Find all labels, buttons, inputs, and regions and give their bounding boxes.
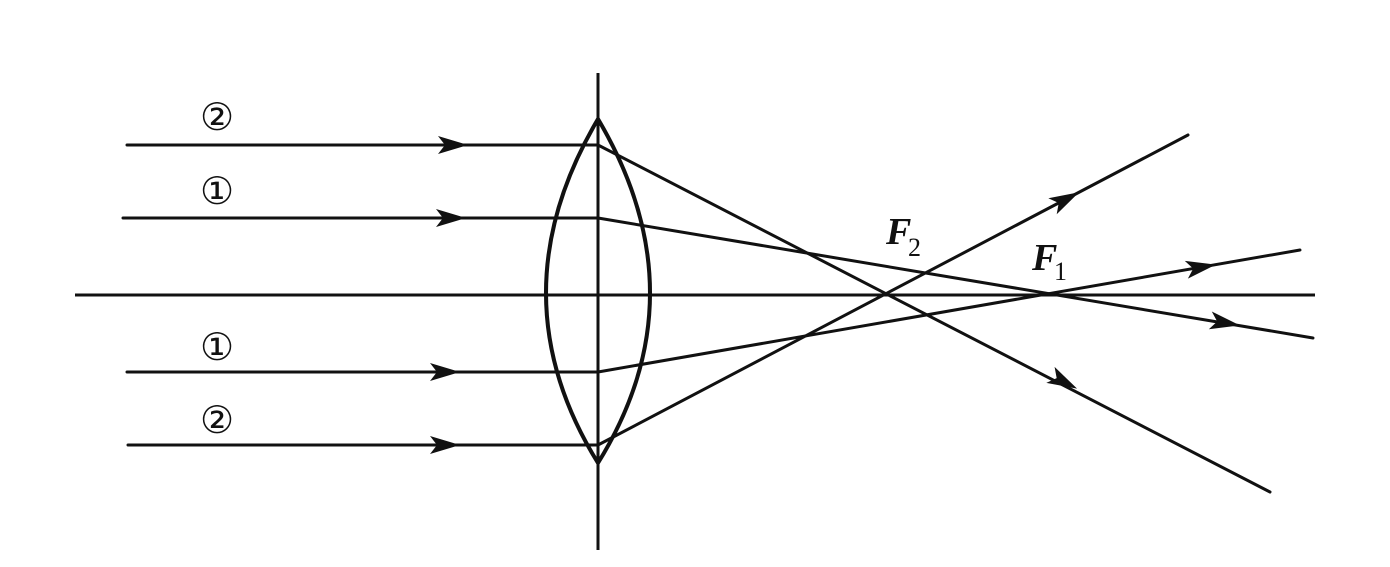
focal-label-f1: F 1 [1031,237,1067,286]
arrowhead-refracted-lower-outer [1048,192,1080,215]
refracted-ray-lower-inner [596,248,1302,374]
refracted-ray-upper-inner [596,216,1315,340]
arrowhead-incoming-lower-inner [430,363,460,381]
arrowhead-incoming-lower-outer [430,436,460,454]
refracted-ray-upper-outer [596,143,1272,494]
focal-label-f2: F 2 [885,211,921,262]
arrowhead-incoming-upper-outer [438,136,468,154]
arrowhead-refracted-lower-inner [1184,260,1216,279]
focal-label-f1-letter: F [1031,237,1057,279]
ray-label-lower-outer: ② [200,398,234,442]
arrowhead-incoming-upper-inner [436,209,466,227]
focal-label-f1-subscript: 1 [1054,257,1067,286]
arrowhead-refracted-upper-outer [1046,366,1078,389]
convex-lens [544,115,652,467]
focal-label-f2-subscript: 2 [908,233,921,262]
arrowhead-refracted-upper-inner [1208,311,1240,330]
refracted-ray-lower-outer [596,133,1190,447]
ray-label-lower-inner: ① [200,325,234,369]
ray-label-upper-inner: ① [200,169,234,213]
ray-label-upper-outer: ② [200,95,234,139]
focal-label-f2-letter: F [885,211,911,253]
